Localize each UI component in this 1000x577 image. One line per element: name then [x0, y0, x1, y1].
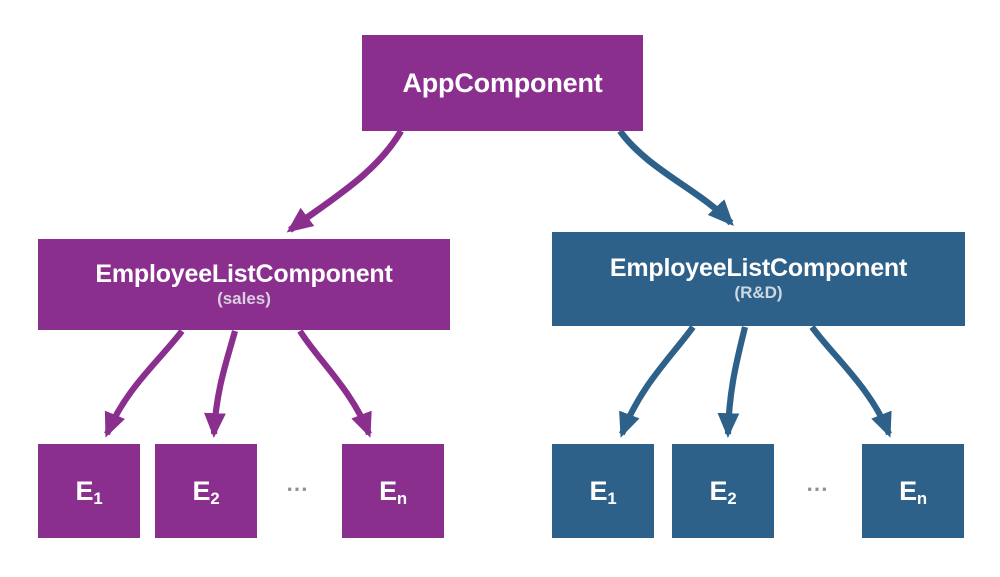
node-employee-rnd-2[interactable]: E2	[672, 444, 774, 538]
edge-rnd-to-e2	[717, 326, 749, 438]
edge-sales-to-e1	[104, 329, 185, 438]
node-app-component-label: AppComponent	[402, 67, 603, 98]
node-employee-sales-2[interactable]: E2	[155, 444, 257, 538]
leaf-base: E	[899, 475, 917, 506]
node-employee-list-sales-label: EmployeeListComponent	[95, 259, 393, 288]
node-employee-list-sales[interactable]: EmployeeListComponent (sales)	[38, 239, 450, 330]
node-employee-sales-1-label: E1	[75, 475, 103, 508]
node-employee-sales-1[interactable]: E1	[38, 444, 140, 538]
leaf-base: E	[589, 475, 608, 506]
edge-sales-to-en	[297, 329, 372, 438]
leaf-base: E	[709, 475, 728, 506]
node-employee-list-rnd[interactable]: EmployeeListComponent (R&D)	[552, 232, 965, 326]
node-employee-rnd-1[interactable]: E1	[552, 444, 654, 538]
node-employee-rnd-2-label: E2	[709, 475, 737, 508]
node-employee-sales-n-label: En	[379, 475, 407, 508]
ellipsis-rnd: ⋯	[806, 476, 830, 501]
ellipsis-sales: ⋯	[286, 476, 310, 501]
node-employee-rnd-n-label: En	[899, 475, 927, 508]
leaf-subscript: 2	[727, 488, 737, 508]
edge-app-to-rnd	[617, 129, 734, 227]
leaf-subscript: n	[396, 488, 407, 508]
node-employee-sales-n[interactable]: En	[342, 444, 444, 538]
edge-rnd-to-e1	[619, 325, 696, 438]
node-employee-rnd-n[interactable]: En	[862, 444, 964, 538]
leaf-base: E	[75, 475, 94, 506]
node-employee-list-rnd-label: EmployeeListComponent	[609, 254, 908, 283]
edge-app-to-sales	[286, 129, 404, 233]
leaf-base: E	[192, 475, 211, 506]
edge-rnd-to-en	[809, 325, 892, 438]
leaf-subscript: n	[916, 488, 927, 508]
node-employee-rnd-1-label: E1	[589, 475, 617, 508]
node-employee-list-sales-subtitle: (sales)	[217, 288, 271, 308]
node-app-component[interactable]: AppComponent	[362, 35, 643, 131]
leaf-base: E	[379, 475, 397, 506]
leaf-subscript: 2	[210, 488, 220, 508]
edge-sales-to-e2	[204, 330, 238, 438]
leaf-subscript: 1	[93, 488, 103, 508]
leaf-subscript: 1	[607, 488, 617, 508]
node-employee-sales-2-label: E2	[192, 475, 220, 508]
node-employee-list-rnd-subtitle: (R&D)	[734, 283, 783, 303]
